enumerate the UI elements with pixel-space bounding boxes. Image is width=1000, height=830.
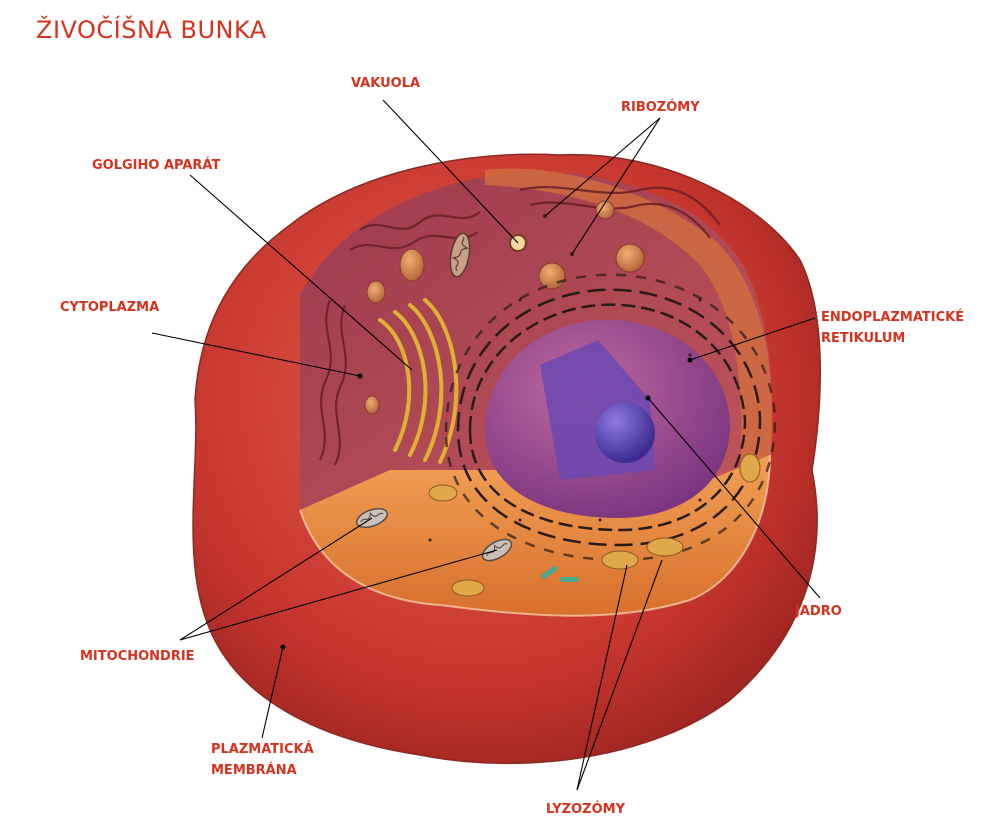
label-ribosomes: RIBOZÓMY bbox=[621, 97, 700, 118]
label-plasma-membrane-2: MEMBRÁNA bbox=[211, 760, 297, 781]
lysosome bbox=[602, 551, 638, 569]
label-cytoplasm: CYTOPLAZMA bbox=[60, 297, 159, 318]
label-endoplasmic-reticulum-2: RETIKULUM bbox=[821, 328, 905, 349]
label-plasma-membrane-1: PLAZMATICKÁ bbox=[211, 739, 314, 760]
label-golgi-apparatus: GOLGIHO APARÁT bbox=[92, 155, 220, 176]
label-endoplasmic-reticulum-1: ENDOPLAZMATICKÉ bbox=[821, 307, 964, 328]
lysosome bbox=[647, 538, 683, 556]
label-nucleus: JADRO bbox=[795, 601, 842, 622]
label-vacuole: VAKUOLA bbox=[351, 73, 420, 94]
label-lysosomes: LYZOZÓMY bbox=[546, 799, 625, 820]
label-mitochondria: MITOCHONDRIE bbox=[80, 646, 195, 667]
nucleolus bbox=[595, 403, 655, 463]
